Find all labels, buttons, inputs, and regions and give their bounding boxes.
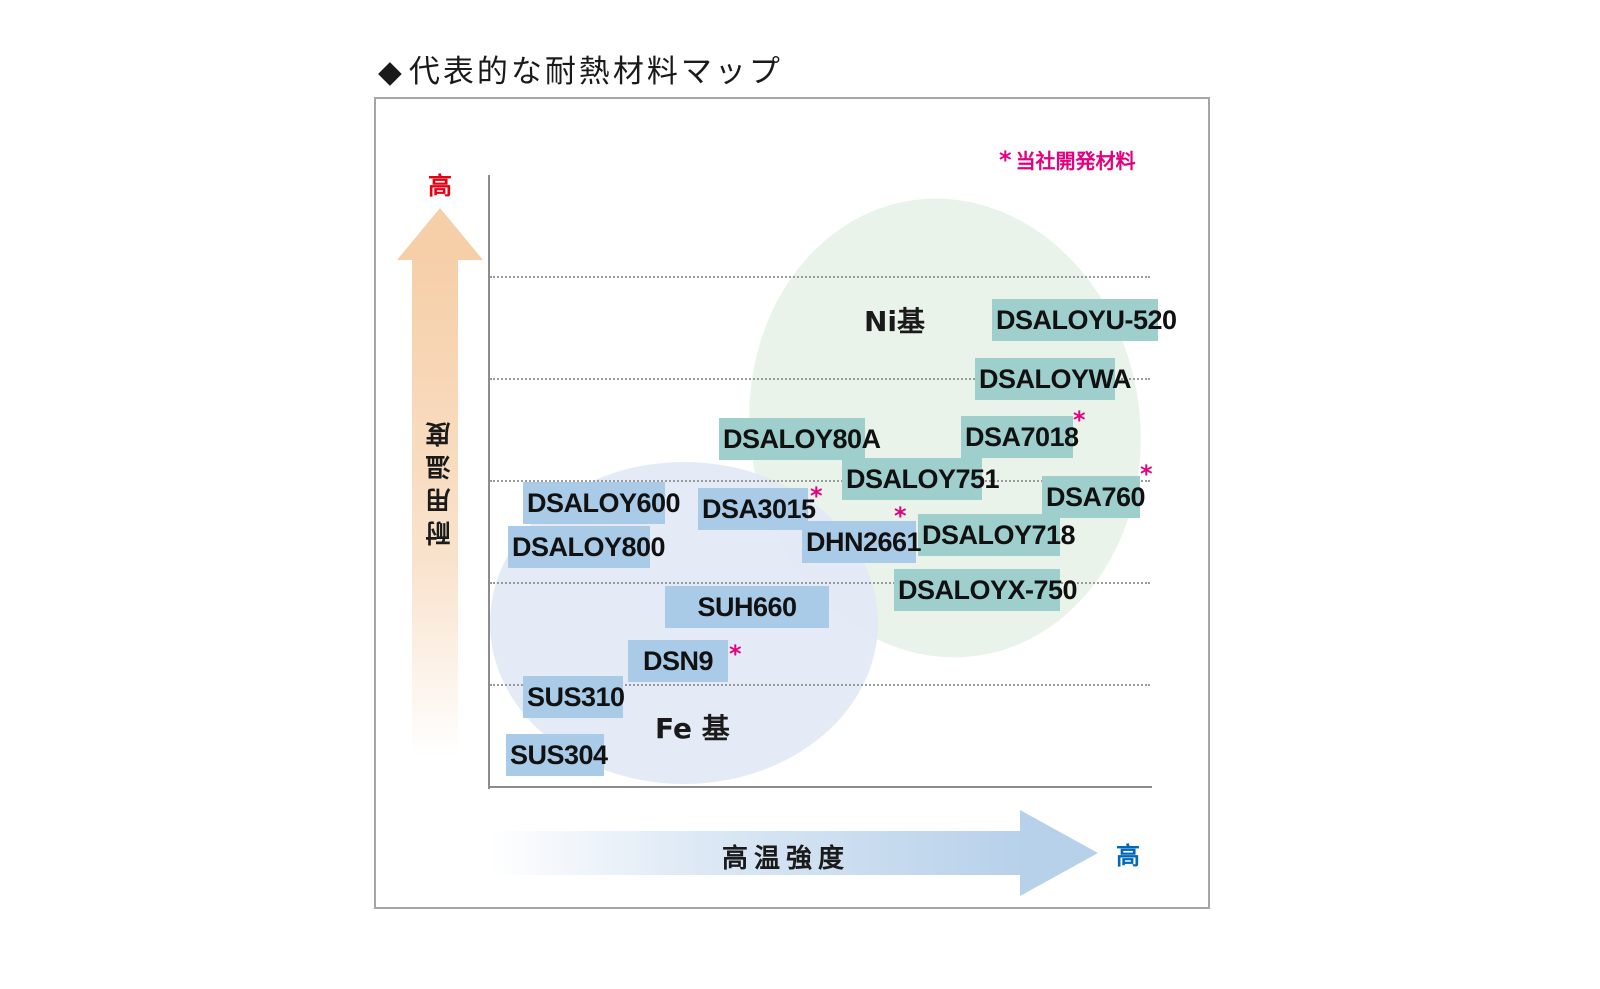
material-sus310: SUS310 (523, 676, 625, 718)
x-axis-label: 高温強度 (722, 844, 851, 874)
own-material-asterisk-icon: * (1073, 406, 1086, 434)
y-arrow-head-icon (397, 208, 483, 260)
material-dsaloyu-520: DSALOYU-520 (992, 299, 1177, 341)
material-dsaloyx-750: DSALOYX-750 (894, 569, 1078, 611)
grid-line (490, 378, 1150, 380)
own-material-asterisk-icon: * (894, 502, 907, 530)
grid-line (490, 480, 1150, 482)
ni-group-label: Ni基 (864, 305, 926, 338)
asterisk-icon: * (999, 146, 1012, 174)
material-dsaloy751: DSALOY751 (842, 458, 1000, 500)
material-dhn2661: DHN2661 (802, 521, 922, 563)
material-dsaloy718: DSALOY718 (918, 514, 1076, 556)
material-dsaloy80a: DSALOY80A (719, 418, 881, 460)
grid-line (490, 276, 1150, 278)
material-dsa760: DSA760 (1042, 476, 1146, 518)
x-arrow-icon (490, 831, 1022, 875)
material-dsaloywa: DSALOYWA (975, 358, 1132, 400)
fe-group-label: Fe 基 (655, 712, 730, 745)
title-text: 代表的な耐熱材料マップ (408, 54, 783, 90)
y-axis-line (488, 175, 490, 789)
page-title: ◆代表的な耐熱材料マップ (378, 46, 783, 91)
material-dsaloy600: DSALOY600 (523, 482, 681, 524)
own-material-asterisk-icon: * (1140, 460, 1153, 488)
diamond-icon: ◆ (378, 54, 405, 90)
y-axis-label: 耐用温度 (425, 414, 454, 546)
legend: *当社開発材料 (999, 145, 1136, 174)
material-dsaloy800: DSALOY800 (508, 526, 666, 568)
material-dsa7018: DSA7018 (961, 416, 1079, 458)
legend-text: 当社開発材料 (1015, 149, 1136, 173)
material-sus304: SUS304 (506, 734, 608, 776)
material-suh660: SUH660 (665, 586, 829, 628)
material-dsn9: DSN9 (628, 640, 728, 682)
material-dsa3015: DSA3015 (698, 488, 816, 530)
x-axis-high-label: 高 (1116, 842, 1140, 870)
grid-line (490, 582, 1150, 584)
x-arrow-head-icon (1020, 810, 1098, 896)
y-arrow-icon (412, 258, 458, 758)
own-material-asterisk-icon: * (810, 482, 823, 510)
y-axis-high-label: 高 (428, 172, 452, 200)
own-material-asterisk-icon: * (729, 640, 742, 668)
grid-line (490, 684, 1150, 686)
x-axis-line (488, 786, 1152, 788)
